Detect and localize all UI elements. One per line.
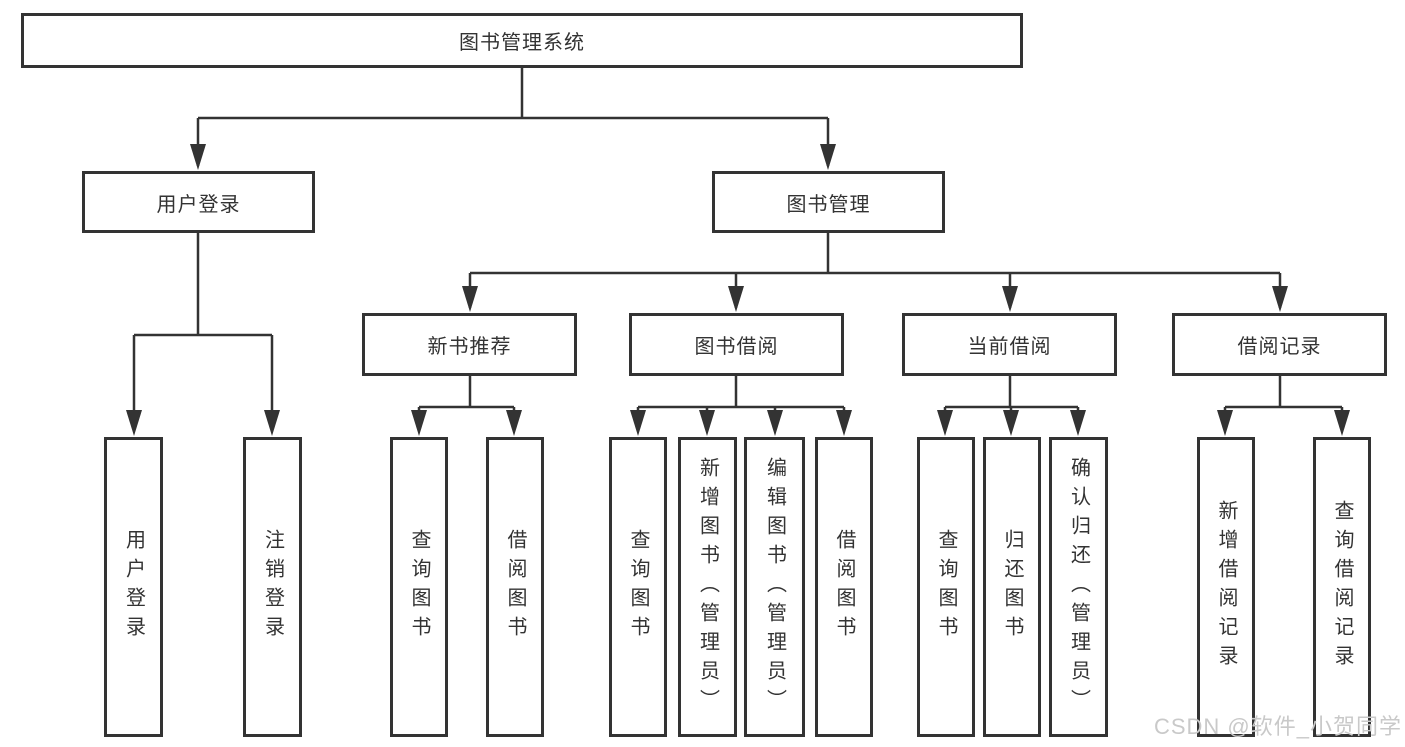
node-book-management: 图书管理	[712, 171, 945, 233]
leaf-cb-confirm-return-admin: 确认归还（管理员）	[1049, 437, 1108, 737]
arrowheads	[126, 144, 1350, 436]
leaf-nbr-borrow-books-label: 借阅图书	[504, 529, 526, 645]
leaf-cb-query-books-label: 查询图书	[935, 529, 957, 645]
connector-bookmgmt-to-level3	[468, 233, 1282, 308]
arrowhead	[411, 410, 427, 436]
leaf-bb-query-books-label: 查询图书	[627, 529, 649, 645]
arrowhead	[630, 410, 646, 436]
node-borrow-records-label: 借阅记录	[1237, 336, 1322, 358]
arrowhead	[1070, 410, 1086, 436]
leaf-cb-return-books: 归还图书	[983, 437, 1041, 737]
leaf-logout-label: 注销登录	[261, 529, 284, 645]
node-current-borrow: 当前借阅	[902, 313, 1117, 376]
arrowhead	[126, 410, 142, 436]
leaf-nbr-query-books: 查询图书	[390, 437, 448, 737]
arrowhead	[1334, 410, 1350, 436]
arrowhead	[728, 286, 744, 312]
connector-userlogin-to-leaves	[132, 233, 274, 431]
node-user-login-group-label: 用户登录	[156, 193, 241, 216]
node-book-borrow: 图书借阅	[629, 313, 844, 376]
node-root: 图书管理系统	[21, 13, 1023, 68]
arrowhead	[1217, 410, 1233, 436]
arrowhead	[699, 410, 715, 436]
leaf-nbr-query-books-label: 查询图书	[408, 529, 430, 645]
leaf-bb-add-books-admin: 新增图书（管理员）	[678, 437, 737, 737]
leaf-bb-edit-books-admin: 编辑图书（管理员）	[744, 437, 805, 737]
arrowhead	[767, 410, 783, 436]
leaf-user-login: 用户登录	[104, 437, 163, 737]
connector-borrowrecords-to-leaves	[1223, 376, 1344, 431]
leaf-cb-confirm-return-admin-label: 确认归还（管理员）	[1067, 456, 1090, 718]
node-borrow-records: 借阅记录	[1172, 313, 1387, 376]
leaf-cb-return-books-label: 归还图书	[1001, 529, 1023, 645]
arrowhead	[937, 410, 953, 436]
leaf-br-query-record-label: 查询借阅记录	[1331, 500, 1353, 674]
arrowhead	[1002, 286, 1018, 312]
arrowhead	[836, 410, 852, 436]
node-book-management-label: 图书管理	[786, 193, 871, 216]
node-user-login-group: 用户登录	[82, 171, 315, 233]
leaf-bb-borrow-books: 借阅图书	[815, 437, 873, 737]
node-new-book-recommend: 新书推荐	[362, 313, 577, 376]
leaf-nbr-borrow-books: 借阅图书	[486, 437, 544, 737]
arrowhead	[190, 144, 206, 170]
arrowhead	[820, 144, 836, 170]
arrowhead	[1272, 286, 1288, 312]
connector-root-to-level2	[196, 68, 830, 166]
leaf-br-query-record: 查询借阅记录	[1313, 437, 1371, 737]
leaf-bb-borrow-books-label: 借阅图书	[833, 529, 855, 645]
leaf-br-add-record-label: 新增借阅记录	[1215, 500, 1237, 674]
arrowhead	[264, 410, 280, 436]
leaf-bb-add-books-admin-label: 新增图书（管理员）	[696, 456, 719, 718]
arrowhead	[462, 286, 478, 312]
leaf-logout: 注销登录	[243, 437, 302, 737]
leaf-br-add-record: 新增借阅记录	[1197, 437, 1255, 737]
arrowhead	[1003, 410, 1019, 436]
node-new-book-recommend-label: 新书推荐	[427, 336, 512, 358]
connector-bookborrow-to-leaves	[636, 376, 846, 431]
csdn-watermark: CSDN @软件_小贺同学	[1153, 714, 1402, 739]
leaf-bb-query-books: 查询图书	[609, 437, 667, 737]
arrowhead	[506, 410, 522, 436]
node-current-borrow-label: 当前借阅	[967, 336, 1052, 358]
connector-newbookrec-to-leaves	[417, 376, 516, 431]
node-root-label: 图书管理系统	[459, 32, 585, 54]
connector-lines	[132, 68, 1344, 431]
node-book-borrow-label: 图书借阅	[694, 336, 779, 358]
leaf-user-login-label: 用户登录	[122, 529, 145, 645]
leaf-cb-query-books: 查询图书	[917, 437, 975, 737]
leaf-bb-edit-books-admin-label: 编辑图书（管理员）	[763, 456, 786, 718]
